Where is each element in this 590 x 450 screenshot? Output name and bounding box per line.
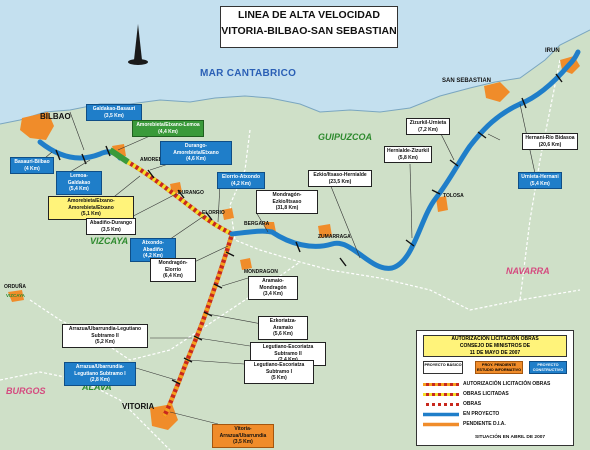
city-orduna: ORDUÑA — [4, 284, 26, 290]
city-irun: IRUN — [545, 48, 560, 54]
section-amorebieta-lemoa: Amorebieta/Etxano-Lemoa(4,4 Km) — [132, 120, 204, 137]
line-east-branch — [229, 49, 581, 271]
legend-cat-construct: PROYECTO CONSTRUCTIVO — [529, 361, 567, 374]
town-elorrio: ELORRIO — [202, 210, 225, 216]
city-bilbao: BILBAO — [40, 112, 71, 121]
legend-item-proyecto: EN PROYECTO — [423, 411, 573, 418]
region-navarra: NAVARRA — [506, 266, 550, 276]
sea-label: MAR CANTABRICO — [200, 68, 297, 79]
elorrio-area — [222, 208, 234, 220]
section-zizurkil-urnieta: Zizurkil-Urnieta(7,2 Km) — [406, 118, 450, 135]
town-amorebieta: AMOREBIETA — [140, 157, 174, 163]
region-vizcaya: VIZCAYA — [90, 236, 129, 246]
legend-item-licitacion: AUTORIZACIÓN LICITACIÓN OBRAS — [423, 381, 573, 388]
legend-cat-basic: PROYECTO BÁSICO — [423, 361, 463, 374]
legend: AUTORIZACIÓN LICITACIÓN OBRAS CONSEJO DE… — [416, 330, 574, 446]
town-durango: DURANGO — [178, 190, 204, 196]
section-galdakao: Galdakao-Basauri(3,5 Km) — [86, 104, 142, 121]
section-urnieta-hernani: Urnieta-Hernani(5,4 Km) — [518, 172, 562, 189]
legend-item-obras: OBRAS — [423, 401, 573, 408]
section-durango-amorebieta: Durango-Amorebieta/Etxano(4,6 Km) — [160, 141, 232, 165]
legend-swatch — [423, 422, 459, 427]
legend-cat-pending: PROY. PENDIENTE ESTUDIO INFORMATIVO — [475, 361, 523, 374]
line-licitacion-2 — [162, 233, 235, 418]
section-basauri: Basauri-Bilbao(4 Km) — [10, 157, 54, 174]
section-aramaio-mondragon: Aramaio-Mondragón(3,4 Km) — [248, 276, 298, 300]
section-legutiano-ezk1: Legutiano-Escoriatza Subtramo I(5 Km) — [244, 360, 314, 384]
tolosa-area — [436, 196, 448, 212]
town-zumarraga: ZUMARRAGA — [318, 234, 351, 240]
section-abadino: Abadiño-Durango(3,5 Km) — [86, 218, 136, 235]
section-ticks — [55, 73, 563, 385]
section-amorebieta-etxano: Amorebieta/Etxano-Amorebieta/Etxano(5,1 … — [48, 196, 134, 220]
line-green-section — [108, 147, 130, 165]
town-tolosa: TOLOSA — [443, 193, 464, 199]
region-guipuzcoa: GUIPUZCOA — [318, 132, 372, 142]
section-elorrio-atxondo: Elorrio-Atxondo(4,2 Km) — [217, 172, 265, 189]
town-bergara: BERGARA — [244, 221, 270, 227]
region-alava: ALAVA — [82, 382, 112, 392]
region-burgos: BURGOS — [6, 386, 46, 396]
mondragon-area — [240, 258, 252, 270]
section-lemoa: Lemoa-Galdakao(5,4 Km) — [56, 171, 102, 195]
section-hernani-rio: Hernani-Río Bidasoa(20,6 Km) — [522, 133, 578, 150]
city-san-sebastian: SAN SEBASTIAN — [442, 78, 492, 84]
section-ezkoriatza-aramaio: Ezkoriatza-Aramaio(5,6 Km) — [258, 316, 308, 340]
line-obras-1 — [126, 160, 234, 237]
section-arrazua-sub2: Arrazua/Ubarrundia-Legutiano Subtramo II… — [62, 324, 148, 348]
section-mondragon-elorrio: Mondragón-Elorrio(6,4 Km) — [150, 258, 196, 282]
legend-item-pendiente: PENDIENTE D.I.A. — [423, 421, 573, 428]
boundary-line — [229, 129, 581, 311]
town-vizcaya-small: VIZCAYA — [6, 293, 25, 298]
section-hernialde-zizurkil: Hernialde-Zizurkil(5,8 Km) — [384, 146, 432, 163]
city-vitoria: VITORIA — [122, 402, 155, 411]
legend-swatch — [423, 383, 459, 386]
section-arrazua-sub1: Arrazua/Ubarrundia-Legutiano Subtramo I(… — [64, 362, 136, 386]
bilbao-area — [20, 112, 54, 140]
section-mondragon-ezkio: Mondragón-Ezkio/Itsaso(31,8 Km) — [256, 190, 318, 214]
section-vitoria-arrazua: Vitoria-Arrazua/Ubarrundia(3,5 Km) — [212, 424, 274, 448]
town-mondragon: MONDRAGON — [244, 269, 278, 275]
legend-header: AUTORIZACIÓN LICITACIÓN OBRAS CONSEJO DE… — [423, 335, 567, 357]
zumarraga-area — [318, 224, 332, 238]
vitoria-area — [150, 404, 178, 430]
legend-footer: SITUACIÓN EN ABRIL DE 2007 — [475, 435, 546, 440]
map-title: LINEA DE ALTA VELOCIDAD VITORIA-BILBAO-S… — [220, 6, 398, 48]
sea-area — [0, 0, 590, 124]
legend-swatch — [423, 393, 459, 396]
section-ezkio-hernialde: Ezkio/Itsaso-Hernialde(23,5 Km) — [308, 170, 372, 187]
lighthouse-icon — [134, 24, 142, 60]
legend-swatch — [423, 412, 459, 417]
legend-item-licitadas: OBRAS LICITADAS — [423, 391, 573, 398]
legend-swatch — [423, 403, 459, 406]
lighthouse-base — [128, 59, 148, 65]
orduna-area — [8, 290, 24, 302]
boundary-line — [519, 59, 561, 301]
san-sebastian-area — [484, 82, 510, 102]
title-line-1: LINEA DE ALTA VELOCIDAD — [238, 9, 380, 21]
title-line-2: VITORIA-BILBAO-SAN SEBASTIAN — [221, 25, 397, 37]
